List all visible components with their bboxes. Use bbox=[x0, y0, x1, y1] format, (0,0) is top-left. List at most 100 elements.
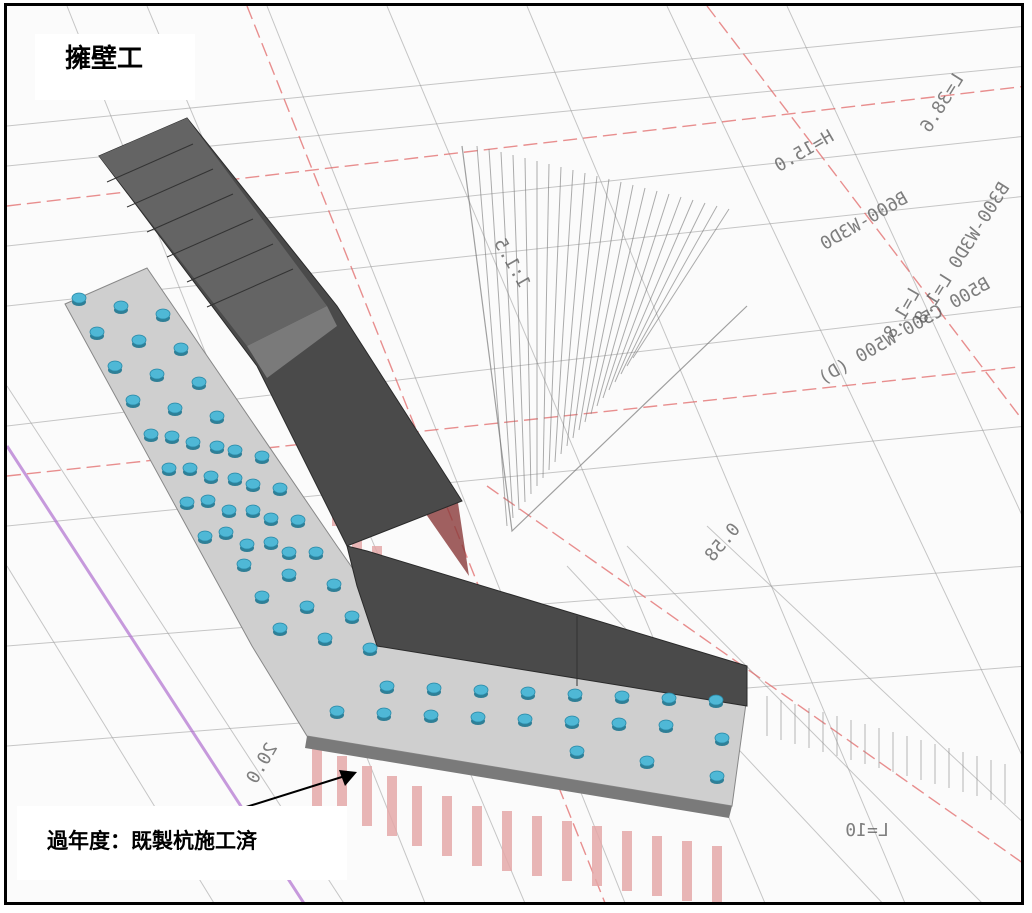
drawing-text: L=38.6 bbox=[916, 70, 968, 136]
pile-head bbox=[239, 538, 255, 550]
pile-head bbox=[155, 308, 171, 320]
wall-joint bbox=[186, 243, 274, 283]
hatch-outline bbox=[461, 145, 748, 533]
pile-shaft bbox=[682, 841, 692, 901]
pile-head bbox=[569, 745, 585, 757]
pile-head bbox=[614, 690, 630, 702]
pile-head bbox=[658, 719, 674, 731]
hatch-line bbox=[512, 154, 526, 503]
pile-head bbox=[254, 590, 270, 602]
pile-head bbox=[326, 578, 342, 590]
pile-head bbox=[245, 504, 261, 516]
hatch-line bbox=[608, 196, 682, 391]
pile-shaft bbox=[652, 836, 662, 896]
pile-shaft bbox=[312, 746, 322, 806]
hatch-line bbox=[632, 208, 730, 359]
pile-head bbox=[362, 642, 378, 654]
pile-head bbox=[143, 428, 159, 440]
drawing-text: 20.0 bbox=[242, 739, 282, 787]
drawing-line bbox=[626, 545, 982, 902]
pile-head bbox=[299, 600, 315, 612]
pile-heads bbox=[71, 292, 730, 784]
wall-joint bbox=[146, 193, 234, 233]
hatch-line bbox=[560, 172, 586, 455]
pile-head bbox=[263, 512, 279, 524]
pile-head bbox=[179, 496, 195, 508]
pile-head bbox=[191, 376, 207, 388]
pile-head bbox=[236, 558, 252, 570]
pile-shaft bbox=[502, 811, 512, 871]
pile-head bbox=[227, 472, 243, 484]
pile-head bbox=[149, 368, 165, 380]
hatched-area bbox=[461, 145, 748, 533]
pile-head bbox=[218, 526, 234, 538]
pile-head bbox=[254, 450, 270, 462]
drawing-line bbox=[706, 525, 1021, 822]
pile-shaft bbox=[532, 816, 542, 876]
pile-head bbox=[708, 694, 724, 706]
title-label: 擁壁工 bbox=[35, 34, 195, 100]
pile-head bbox=[567, 688, 583, 700]
pile-head bbox=[520, 686, 536, 698]
pile-head bbox=[379, 680, 395, 692]
hatch-line bbox=[548, 166, 562, 471]
pile-head bbox=[209, 440, 225, 452]
arrow-line bbox=[242, 775, 346, 809]
pile-head bbox=[89, 326, 105, 338]
pile-head bbox=[107, 360, 123, 372]
pile-shaft bbox=[337, 756, 347, 816]
drawing-red-line bbox=[706, 6, 1021, 420]
pile-shaft bbox=[622, 831, 632, 891]
pile-head bbox=[263, 536, 279, 548]
pile-head bbox=[161, 462, 177, 474]
pile-head bbox=[71, 292, 87, 304]
pile-head bbox=[308, 546, 324, 558]
hatch-line bbox=[626, 205, 718, 367]
drawing-line bbox=[526, 6, 906, 902]
pile-head bbox=[426, 682, 442, 694]
hatch-line bbox=[500, 151, 520, 511]
wall-joint bbox=[206, 268, 294, 308]
pile-shaft bbox=[712, 846, 722, 902]
pile-head bbox=[344, 610, 360, 622]
hatch-line bbox=[476, 145, 508, 527]
pile-head bbox=[272, 622, 288, 634]
pile-head bbox=[639, 755, 655, 767]
hatch-line bbox=[596, 190, 658, 407]
hatch-line bbox=[614, 199, 694, 383]
wall-lower bbox=[346, 545, 748, 707]
pile-head bbox=[611, 717, 627, 729]
pile-head bbox=[281, 546, 297, 558]
pile-head bbox=[173, 342, 189, 354]
pile-head bbox=[221, 504, 237, 516]
pile-head bbox=[164, 430, 180, 442]
pile-head bbox=[182, 462, 198, 474]
drawing-text: L=10 bbox=[845, 820, 888, 841]
annotation-arrow bbox=[242, 770, 357, 809]
pile-shaft bbox=[362, 766, 372, 826]
drawing-red-line bbox=[486, 485, 1021, 863]
pile-head bbox=[470, 711, 486, 723]
pile-head bbox=[227, 444, 243, 456]
pile-head bbox=[272, 482, 288, 494]
footing-edge bbox=[305, 736, 732, 818]
hatch-line bbox=[566, 175, 598, 447]
drawing-line bbox=[7, 26, 1021, 127]
pile-head bbox=[329, 705, 345, 717]
hatch-line bbox=[542, 163, 550, 479]
pile-head bbox=[131, 334, 147, 346]
hatch-line bbox=[602, 193, 670, 399]
pile-head bbox=[517, 713, 533, 725]
pile-head bbox=[317, 632, 333, 644]
hatch-line bbox=[488, 148, 514, 519]
pile-head bbox=[714, 732, 730, 744]
pile-head bbox=[281, 568, 297, 580]
pile-head bbox=[200, 494, 216, 506]
drawing-line bbox=[7, 196, 1021, 307]
hatch-line bbox=[584, 184, 634, 423]
hatch-line bbox=[572, 178, 610, 439]
retaining-wall-structure bbox=[64, 117, 748, 818]
wall-joint bbox=[126, 168, 214, 208]
pile-head bbox=[185, 436, 201, 448]
